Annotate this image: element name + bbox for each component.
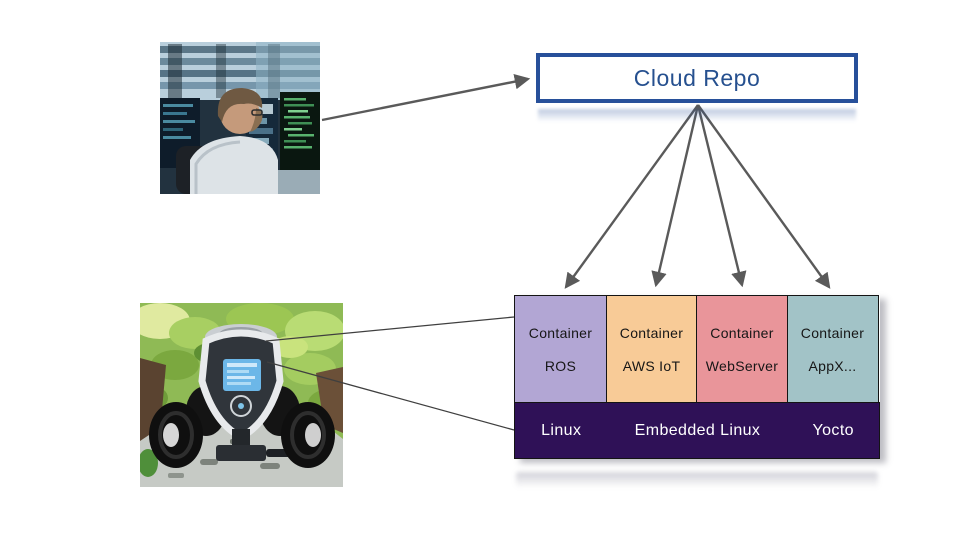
container-stack: Container ROS Container AWS IoT Containe…: [514, 295, 880, 459]
containers-row: Container ROS Container AWS IoT Containe…: [514, 295, 880, 403]
cloud-repo-label: Cloud Repo: [633, 64, 761, 91]
arrow-cloud-to-container-ros: [564, 104, 699, 289]
cloud-repo-reflection: [538, 109, 856, 122]
stack-reflection: [516, 472, 878, 488]
arrow-cloud-to-container-awsiot: [651, 104, 700, 288]
container-aws-iot: Container AWS IoT: [605, 295, 698, 403]
robot-photo: [140, 303, 343, 487]
container-aws-iot-title: Container: [619, 324, 684, 341]
os-bar: Linux Embedded Linux Yocto: [514, 402, 880, 459]
container-appx-title: Container: [800, 324, 865, 341]
os-embedded-linux-label: Embedded Linux: [634, 421, 761, 439]
container-webserver: Container WebServer: [696, 295, 788, 403]
container-appx: Container AppX...: [786, 295, 879, 403]
os-linux-label: Linux: [541, 421, 582, 439]
os-yocto-label: Yocto: [812, 421, 854, 439]
container-aws-iot-name: AWS IoT: [622, 357, 681, 374]
robot-photo-illustration: [140, 303, 343, 487]
arrow-dev-to-cloud: [321, 73, 531, 122]
container-webserver-name: WebServer: [705, 357, 779, 374]
container-ros-name: ROS: [544, 357, 577, 374]
arrow-cloud-to-container-webserver: [696, 104, 747, 288]
container-webserver-title: Container: [710, 324, 774, 341]
developer-photo-illustration: [160, 42, 320, 194]
arrow-cloud-to-container-appx: [697, 104, 831, 289]
container-appx-name: AppX...: [808, 357, 857, 374]
container-ros-title: Container: [528, 324, 593, 341]
container-ros: Container ROS: [514, 295, 607, 403]
cloud-repo-box: Cloud Repo: [536, 53, 858, 103]
developer-photo: [160, 42, 320, 194]
